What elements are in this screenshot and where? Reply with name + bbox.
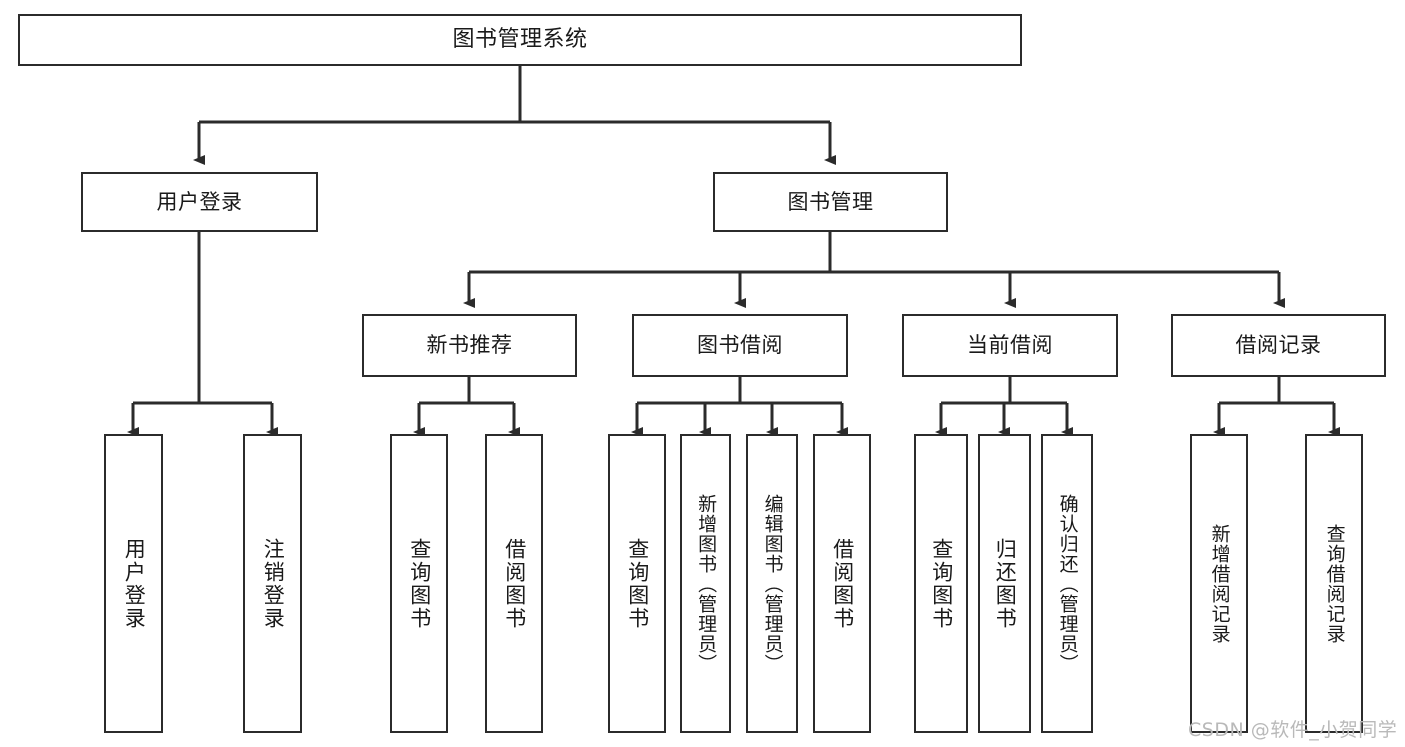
node-label: 用户登录 bbox=[122, 537, 147, 630]
leaf-record-add-record[interactable]: 新增借阅记录 bbox=[1190, 434, 1248, 733]
node-root-system[interactable]: 图书管理系统 bbox=[18, 14, 1022, 66]
node-label: 借阅记录 bbox=[1235, 333, 1322, 358]
node-label: 注销登录 bbox=[261, 537, 286, 630]
leaf-recommend-query-book[interactable]: 查询图书 bbox=[390, 434, 448, 733]
leaf-user-login-login[interactable]: 用户登录 bbox=[104, 434, 163, 733]
node-label: 查询图书 bbox=[929, 537, 954, 630]
node-label: 新增图书（管理员） bbox=[695, 493, 718, 674]
node-label: 查询借阅记录 bbox=[1323, 523, 1346, 644]
node-current-borrow[interactable]: 当前借阅 bbox=[902, 314, 1118, 377]
node-label: 用户登录 bbox=[156, 189, 243, 214]
node-label: 新书推荐 bbox=[426, 333, 513, 358]
node-label: 图书管理 bbox=[787, 189, 874, 214]
node-label: 图书管理系统 bbox=[452, 27, 588, 53]
node-label: 新增借阅记录 bbox=[1208, 523, 1231, 644]
node-label: 图书借阅 bbox=[697, 333, 783, 358]
leaf-record-query-record[interactable]: 查询借阅记录 bbox=[1305, 434, 1363, 733]
node-label: 归还图书 bbox=[993, 537, 1018, 630]
node-book-borrow[interactable]: 图书借阅 bbox=[632, 314, 848, 377]
node-label: 查询图书 bbox=[625, 537, 650, 630]
node-label: 借阅图书 bbox=[830, 537, 855, 630]
leaf-borrow-add-book-admin[interactable]: 新增图书（管理员） bbox=[680, 434, 731, 733]
leaf-current-return-book[interactable]: 归还图书 bbox=[978, 434, 1031, 733]
node-label: 查询图书 bbox=[407, 537, 432, 630]
leaf-borrow-query-book[interactable]: 查询图书 bbox=[608, 434, 666, 733]
leaf-borrow-borrow-book[interactable]: 借阅图书 bbox=[813, 434, 871, 733]
node-label: 当前借阅 bbox=[967, 333, 1053, 358]
node-label: 编辑图书（管理员） bbox=[761, 493, 784, 674]
leaf-borrow-edit-book-admin[interactable]: 编辑图书（管理员） bbox=[746, 434, 798, 733]
node-book-management[interactable]: 图书管理 bbox=[713, 172, 948, 232]
node-borrow-record[interactable]: 借阅记录 bbox=[1171, 314, 1386, 377]
watermark-text: CSDN @软件_小贺同学 bbox=[1188, 719, 1398, 741]
leaf-current-confirm-return-admin[interactable]: 确认归还（管理员） bbox=[1041, 434, 1093, 733]
leaf-user-login-logout[interactable]: 注销登录 bbox=[243, 434, 302, 733]
node-label: 借阅图书 bbox=[502, 537, 527, 630]
leaf-current-query-book[interactable]: 查询图书 bbox=[914, 434, 968, 733]
node-new-book-recommend[interactable]: 新书推荐 bbox=[362, 314, 577, 377]
node-label: 确认归还（管理员） bbox=[1056, 493, 1079, 674]
node-user-login[interactable]: 用户登录 bbox=[81, 172, 318, 232]
leaf-recommend-borrow-book[interactable]: 借阅图书 bbox=[485, 434, 543, 733]
